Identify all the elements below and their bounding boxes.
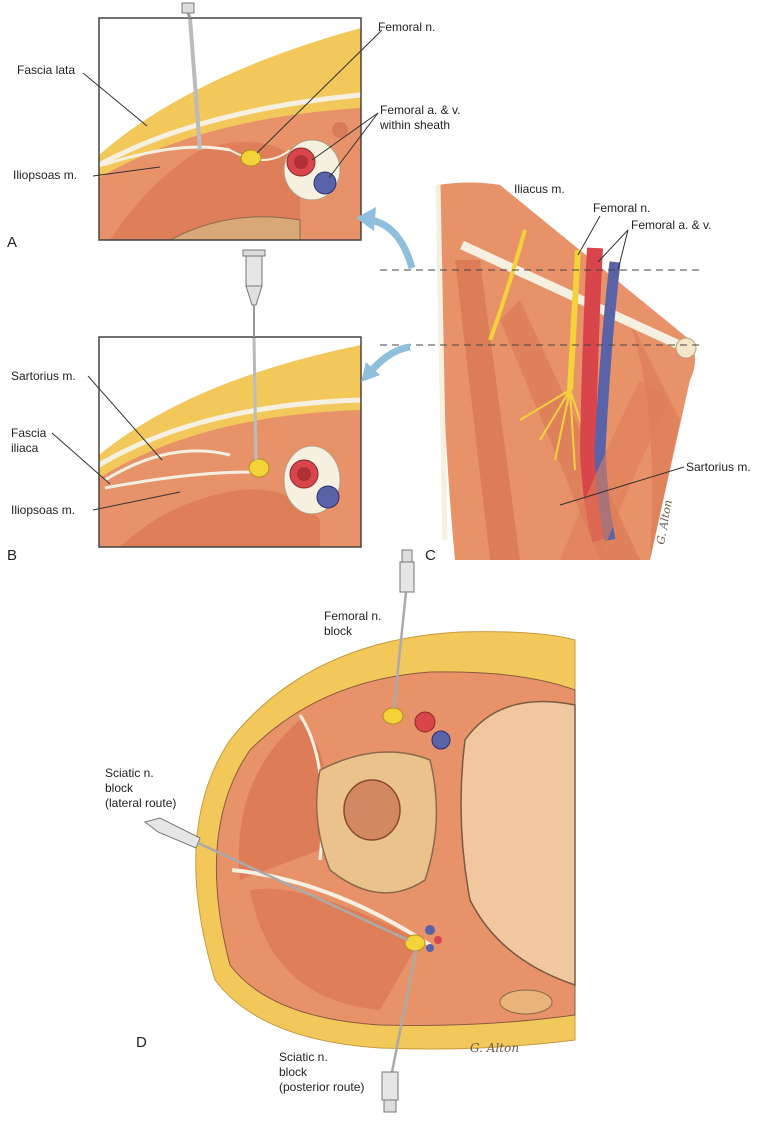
label-femoral-av-a: Femoral a. & v. xyxy=(380,103,461,117)
label-iliopsoas-b: Iliopsoas m. xyxy=(11,503,76,517)
panel-a-frame xyxy=(98,17,362,241)
label-sciatic-lateral-1: Sciatic n. xyxy=(105,766,154,780)
panel-a-needle-hub xyxy=(181,2,195,19)
panel-d-illustration xyxy=(195,631,576,1050)
label-femoral-n-c: Femoral n. xyxy=(593,201,651,215)
panel-letter-a: A xyxy=(7,234,18,251)
label-sciatic-lateral-3: (lateral route) xyxy=(105,796,177,810)
label-sartorius-b: Sartorius m. xyxy=(11,369,76,383)
panel-b-leaders xyxy=(51,375,181,511)
label-femoral-av-c: Femoral a. & v. xyxy=(631,218,712,232)
label-within-sheath: within sheath xyxy=(380,118,451,132)
panel-c-illustration xyxy=(435,182,697,560)
label-sartorius-c: Sartorius m. xyxy=(686,460,751,474)
label-iliacus: Iliacus m. xyxy=(514,182,565,196)
panel-b-frame xyxy=(98,336,362,548)
panel-d-needle-femoral xyxy=(392,549,415,709)
panel-b-needle xyxy=(242,249,266,337)
panel-a-leaders xyxy=(82,29,383,179)
panel-d-signature: G. Alton xyxy=(470,1041,519,1055)
label-sciatic-posterior-1: Sciatic n. xyxy=(279,1050,328,1064)
label-fascia-lata: Fascia lata xyxy=(17,63,76,77)
label-femoral-n-a: Femoral n. xyxy=(378,20,436,34)
panel-letter-d: D xyxy=(136,1034,147,1051)
label-sciatic-posterior-3: (posterior route) xyxy=(279,1080,365,1094)
panel-c-level-lines xyxy=(380,269,700,346)
panel-letter-c: C xyxy=(425,547,436,564)
label-femoral-block-1: Femoral n. xyxy=(324,609,382,623)
label-iliopsoas-a: Iliopsoas m. xyxy=(13,168,78,182)
panel-d-needle-lateral xyxy=(143,817,409,942)
label-fascia-iliaca-1: Fascia xyxy=(11,426,47,440)
label-sciatic-posterior-2: block xyxy=(279,1065,308,1079)
panel-a-illustration xyxy=(99,18,361,240)
panel-letter-b: B xyxy=(7,547,18,564)
panel-c-leaders xyxy=(559,215,685,506)
panel-b-illustration xyxy=(99,337,361,547)
label-femoral-block-2: block xyxy=(324,624,353,638)
panel-d-needle-posterior xyxy=(381,949,418,1113)
panel-c-arrows xyxy=(356,207,416,382)
label-sciatic-lateral-2: block xyxy=(105,781,134,795)
label-fascia-iliaca-2: iliaca xyxy=(11,441,39,455)
